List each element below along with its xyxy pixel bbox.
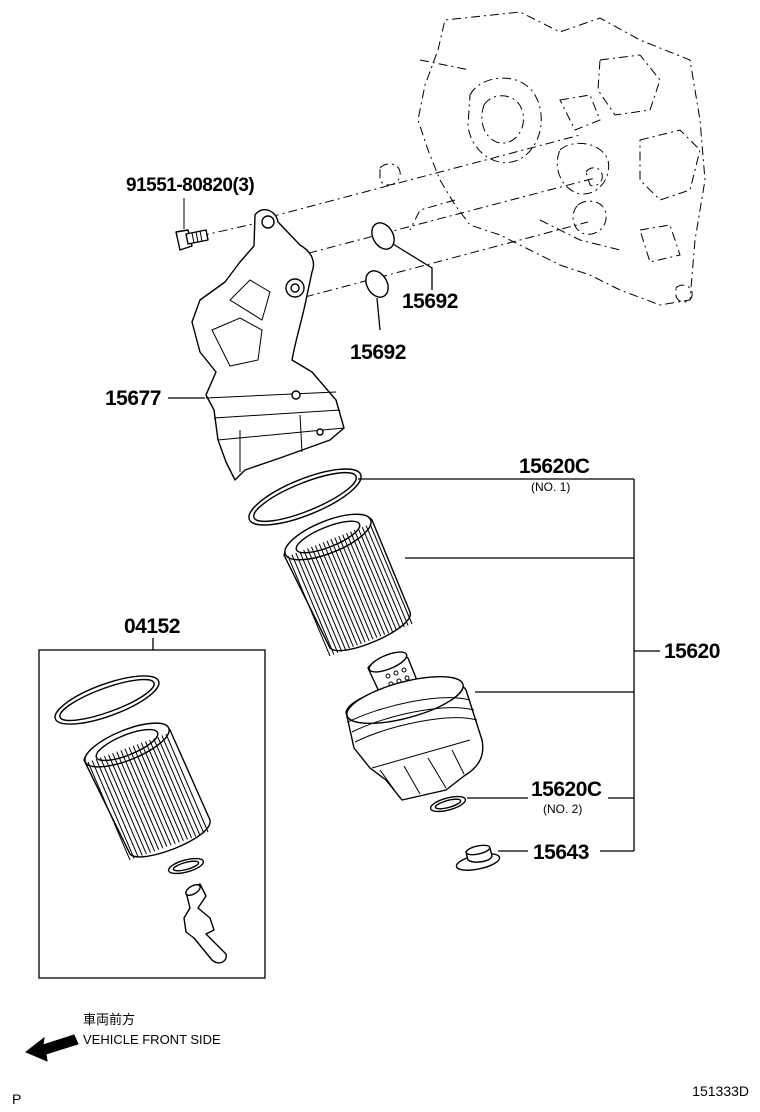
filter-pleat-line <box>369 523 413 625</box>
kit-box <box>38 638 266 979</box>
filter-element-part <box>283 513 413 657</box>
filter-pleat-line <box>334 537 378 638</box>
filter-pleat-line <box>165 733 209 833</box>
filter-pleat-line <box>95 758 139 858</box>
gasket-no2-part <box>429 795 467 813</box>
drain-plug-part <box>455 844 501 871</box>
filter-pleat-line <box>161 735 205 834</box>
filter-pleat-line <box>128 747 172 846</box>
filter-pleat-line <box>157 736 201 836</box>
label-bracket: 15677 <box>105 387 161 410</box>
filter-pleat-line <box>295 552 339 654</box>
filter-pleat-line <box>353 529 397 631</box>
filter-pleat-line <box>291 554 335 655</box>
label-assembly: 15620 <box>664 640 720 663</box>
label-gasket-no2: 15620C <box>531 778 602 801</box>
filter-pleat-line <box>307 548 350 649</box>
filter-pleat-line <box>350 531 393 632</box>
label-oring-upper: 15692 <box>402 290 458 313</box>
filter-pleat-line <box>314 545 358 646</box>
filter-pleat-line <box>153 738 197 837</box>
bracket-part <box>191 208 345 481</box>
filter-pleat-line <box>326 540 370 641</box>
filter-pleat-line <box>91 760 135 859</box>
front-arrow-icon <box>25 1034 79 1062</box>
filter-pleat-line <box>87 761 131 861</box>
direction-japanese: 車両前方 <box>83 1012 135 1027</box>
filter-pleat-line <box>108 754 151 853</box>
corner-mark: P <box>12 1091 21 1107</box>
filter-pleat-line <box>357 528 401 629</box>
gasket-no1-part <box>248 468 362 526</box>
filter-pleat-line <box>342 534 386 635</box>
direction-english: VEHICLE FRONT SIDE <box>83 1032 221 1047</box>
label-oring-lower: 15692 <box>350 341 406 364</box>
filter-pleat-line <box>116 751 160 850</box>
filter-pleat-line <box>338 535 382 637</box>
filter-pleat-line <box>99 757 143 856</box>
filter-pleat-line <box>149 739 193 839</box>
filter-pleat-line <box>310 546 354 648</box>
filter-pleat-line <box>287 555 331 657</box>
filter-pleat-line <box>140 742 184 842</box>
label-gasket-no1: 15620C <box>519 455 590 478</box>
filter-pleat-line <box>365 525 409 626</box>
filter-pleat-line <box>112 752 156 852</box>
label-bolt: 91551-80820(3) <box>126 175 254 196</box>
filter-pleat-line <box>322 542 366 643</box>
oring-parts <box>365 222 395 298</box>
filter-pleat-line <box>124 748 168 847</box>
alignment-lines <box>199 134 596 298</box>
filter-pleat-line <box>145 741 188 840</box>
label-plug: 15643 <box>533 841 589 864</box>
leader-lines <box>168 243 660 852</box>
bolt-part <box>175 198 209 251</box>
filter-cap-part <box>345 651 484 801</box>
filter-pleat-line <box>346 532 390 634</box>
filter-pleat-line <box>132 745 176 844</box>
filter-pleat-line <box>299 551 343 652</box>
front-direction-indicator: 車両前方 VEHICLE FRONT SIDE <box>25 1012 221 1062</box>
filter-pleat-line <box>103 755 147 855</box>
label-kit: 04152 <box>124 615 180 638</box>
filter-pleat-line <box>330 539 374 640</box>
label-gasket-no2-sub: (NO. 2) <box>543 802 582 816</box>
filter-pleat-line <box>120 750 164 849</box>
filter-pleat-line <box>361 526 405 628</box>
filter-pleat-line <box>318 543 362 645</box>
filter-pleat-line <box>303 549 347 651</box>
figure-id: 151333D <box>692 1083 749 1099</box>
engine-block-outline <box>379 11 706 306</box>
label-gasket-no1-sub: (NO. 1) <box>531 480 570 494</box>
filter-pleat-line <box>136 744 180 843</box>
